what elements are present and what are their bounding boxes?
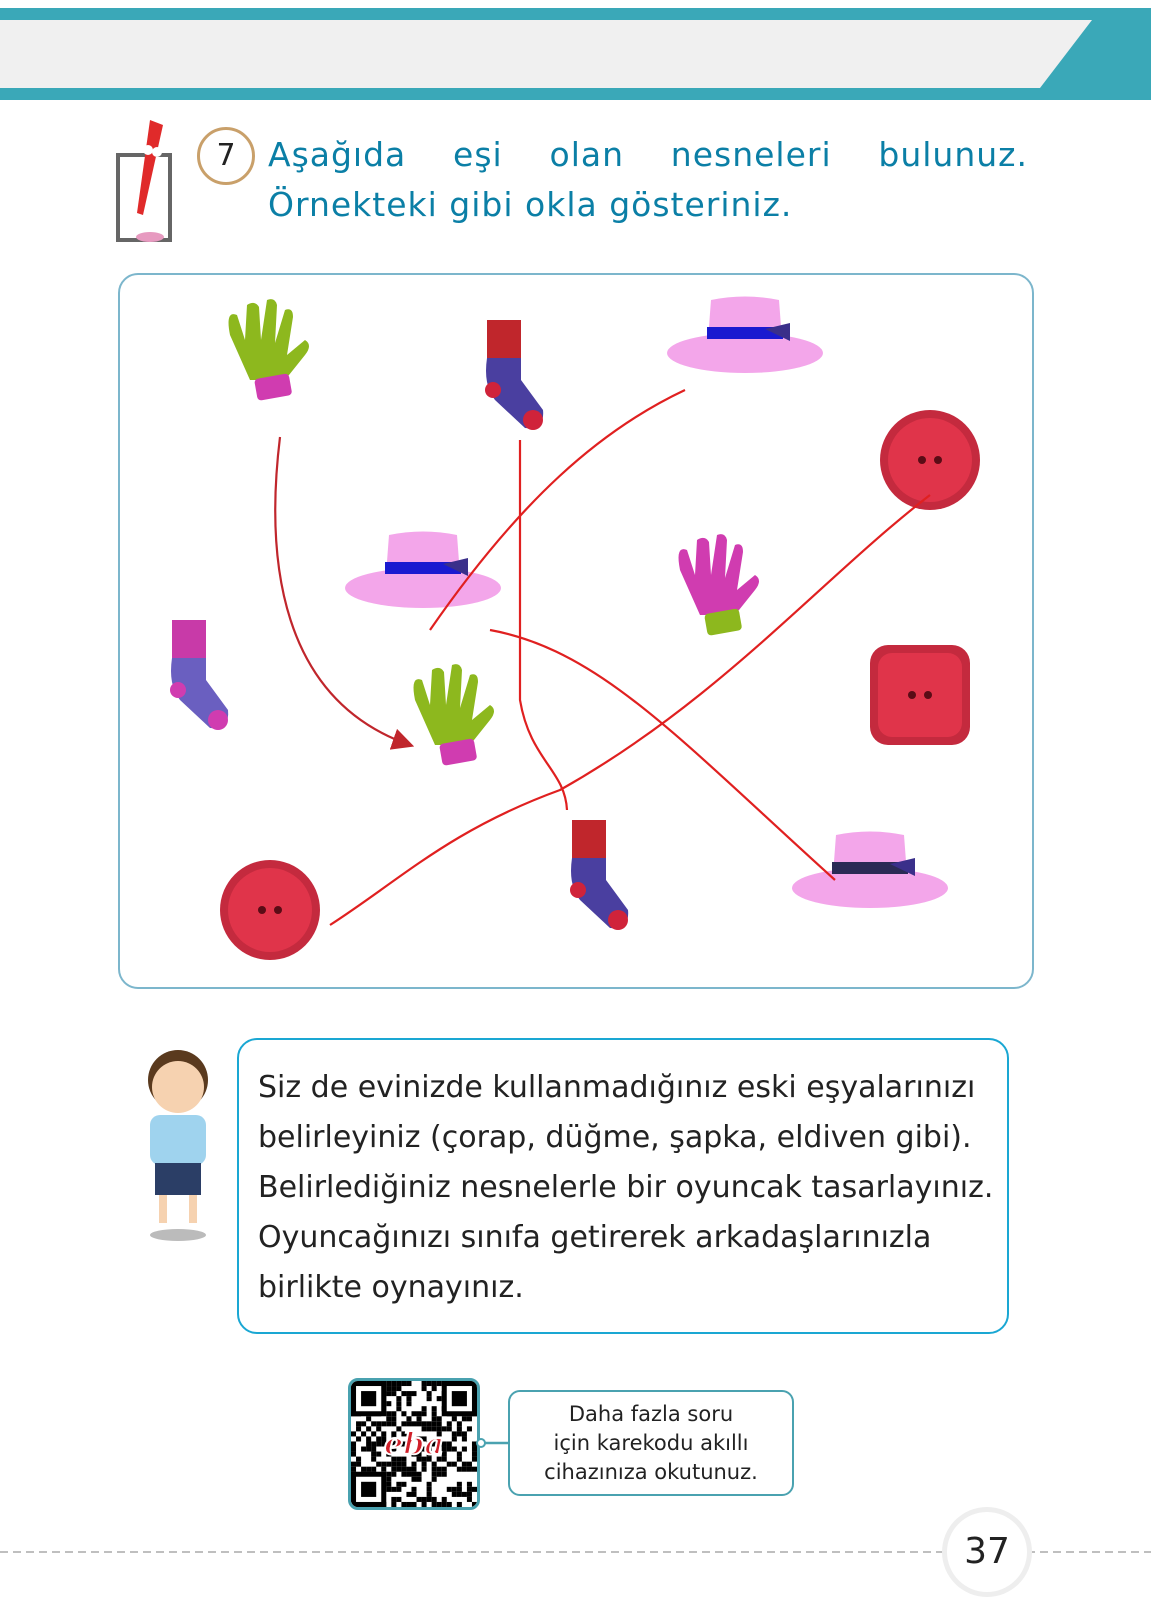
question-number: 7 <box>197 127 255 185</box>
boy-illustration <box>148 1050 208 1241</box>
pencil-mascot-icon <box>116 120 172 242</box>
page-number: 37 <box>947 1512 1027 1592</box>
glove-icon <box>228 299 309 401</box>
task-line: birlikte oynayınız. <box>258 1270 524 1305</box>
sock-icon <box>570 820 629 930</box>
task-line: Siz de evinizde kullanmadığınız eski eşy… <box>258 1070 976 1105</box>
hat-icon <box>792 831 948 908</box>
match-line-hats-2 <box>489 628 836 881</box>
qr-connector <box>476 1438 510 1448</box>
sock-icon <box>170 620 229 730</box>
task-box <box>237 1038 1009 1334</box>
task-line: belirleyiniz (çorap, düğme, şapka, eldiv… <box>258 1120 972 1155</box>
match-line-socks <box>518 440 569 811</box>
button-icon <box>220 860 320 960</box>
footer-divider <box>0 1551 1151 1553</box>
match-line-hats-1 <box>429 389 686 631</box>
sock-icon <box>485 320 544 430</box>
qr-note-line: için karekodu akıllı <box>553 1430 749 1455</box>
qr-code[interactable]: eba <box>348 1378 480 1510</box>
glove-icon <box>678 534 759 636</box>
qr-note-line: cihazınıza okutunuz. <box>544 1459 758 1484</box>
exercise-box <box>118 273 1034 989</box>
button-icon <box>880 410 980 510</box>
square-button-icon <box>870 645 970 745</box>
qr-note-line: Daha fazla soru <box>568 1401 734 1426</box>
eba-logo: eba <box>384 1427 444 1462</box>
question-text: Aşağıda eşi olan nesneleri bulunuz. Örne… <box>268 135 1028 224</box>
task-text: Siz de evinizde kullanmadığınız eski eşy… <box>258 1063 998 1313</box>
matching-illustration <box>170 296 980 960</box>
example-arrow <box>274 436 415 750</box>
qr-note: Daha fazla soru için karekodu akıllı cih… <box>508 1390 794 1496</box>
match-line-buttons <box>329 494 931 926</box>
hat-icon <box>667 296 823 373</box>
glove-icon <box>413 664 494 766</box>
hat-icon <box>345 531 501 608</box>
task-line: Belirlediğiniz nesnelerle bir oyuncak ta… <box>258 1170 994 1205</box>
header-banner <box>0 8 1151 100</box>
task-line: Oyuncağınızı sınıfa getirerek arkadaşlar… <box>258 1220 932 1255</box>
